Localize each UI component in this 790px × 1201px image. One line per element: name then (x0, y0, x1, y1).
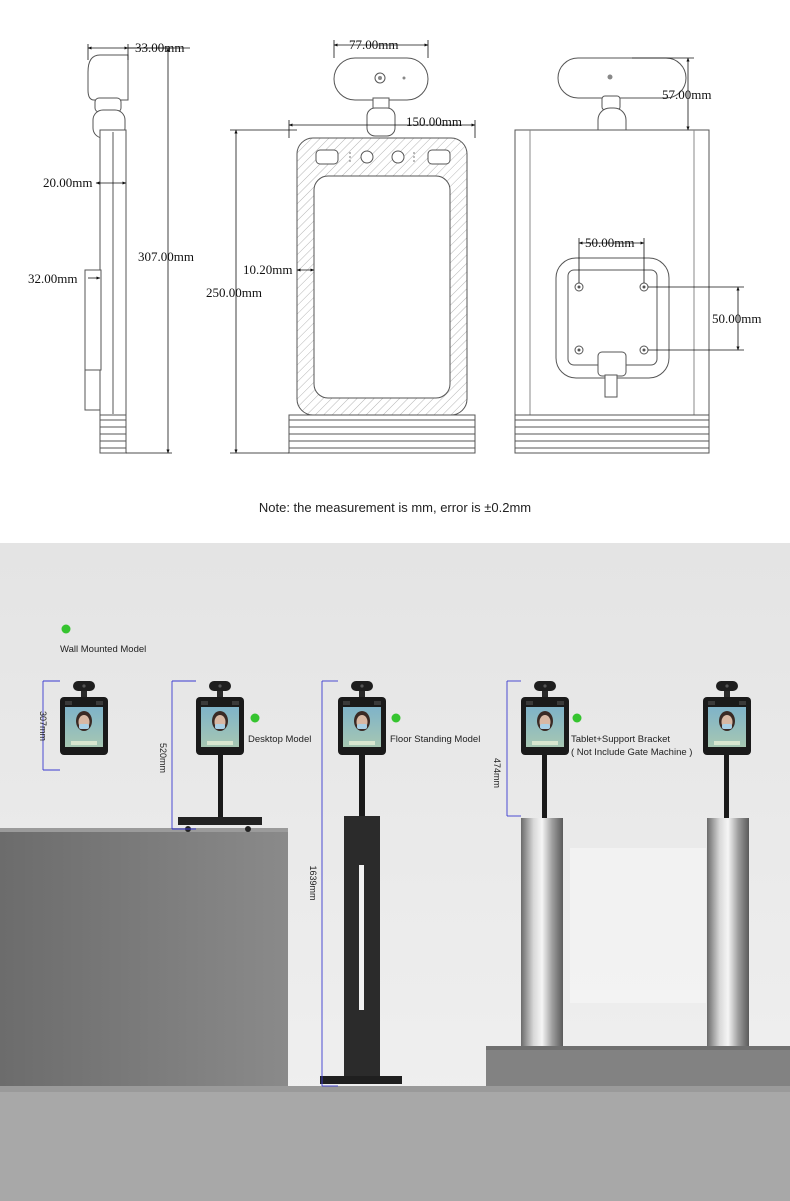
dim-total-height: 307.00mm (138, 249, 194, 264)
dim-side-bracket: 32.00mm (28, 271, 77, 286)
dim-mount-horizontal: 50.00mm (585, 235, 634, 250)
back-view (514, 57, 710, 454)
desktop-base (178, 817, 262, 825)
front-view (288, 57, 476, 454)
label-desktop: Desktop Model (248, 734, 311, 745)
gate-pillar-right (707, 818, 749, 1046)
bullet-icon (391, 713, 401, 723)
measurement-note: Note: the measurement is mm, error is ±0… (258, 500, 532, 515)
installation-scene: 307mm 520mm 1639mm 474mm Wall Mounted Mo… (0, 543, 790, 1201)
height-label-bracket: 474mm (492, 758, 502, 788)
height-dimension-lines (42, 680, 521, 1087)
bullet-icon (61, 624, 71, 634)
dim-body-height: 250.00mm (206, 285, 262, 300)
dim-side-panel-thickness: 20.00mm (43, 175, 92, 190)
gate-glass (570, 848, 706, 1003)
dim-camera-height: 57.00mm (662, 87, 711, 102)
label-floor-standing: Floor Standing Model (390, 734, 480, 745)
height-label-wall: 307mm (38, 711, 48, 741)
bullet-icon (250, 713, 260, 723)
label-tablet-bracket-note: ( Not Include Gate Machine ) (571, 747, 692, 758)
height-label-desktop: 520mm (158, 743, 168, 773)
label-wall-mounted: Wall Mounted Model (60, 644, 146, 655)
floor-stand-base (320, 1076, 402, 1084)
gate-platform (486, 1046, 790, 1086)
floor (0, 1086, 790, 1201)
dim-camera-width: 77.00mm (349, 37, 398, 52)
height-label-floor: 1639mm (308, 865, 318, 900)
dim-mount-vertical: 50.00mm (712, 311, 761, 326)
desktop-counter (0, 828, 288, 1086)
bullet-icon (572, 713, 582, 723)
technical-drawing: 33.00mm 20.00mm 32.00mm 307.00mm 77 (28, 37, 761, 454)
side-view (84, 54, 129, 454)
gate-pillar-left (521, 818, 563, 1046)
label-tablet-bracket: Tablet+Support Bracket (571, 734, 670, 745)
dim-body-width: 150.00mm (406, 114, 462, 129)
dim-bezel: 10.20mm (243, 262, 292, 277)
dim-side-depth: 33.00mm (135, 40, 184, 55)
